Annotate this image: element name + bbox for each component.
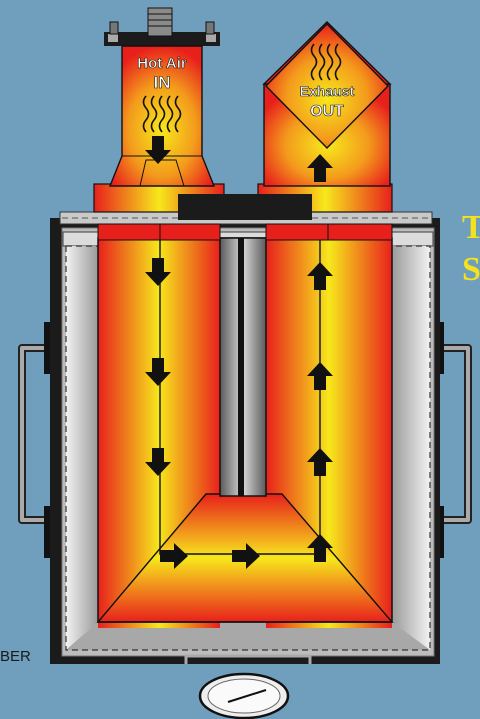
edge-text-line1: T — [462, 208, 480, 248]
exhaust-outlet: Exhaust OUT — [264, 22, 390, 186]
exhaust-label-line1: Exhaust — [300, 83, 355, 99]
edge-text-line2: S: — [462, 250, 480, 290]
exhaust-label-line2: OUT — [310, 103, 344, 120]
edge-caption: BER — [0, 648, 31, 665]
inlet-label-line2: IN — [154, 73, 171, 92]
inlet-label-line1: Hot Air — [137, 55, 187, 72]
